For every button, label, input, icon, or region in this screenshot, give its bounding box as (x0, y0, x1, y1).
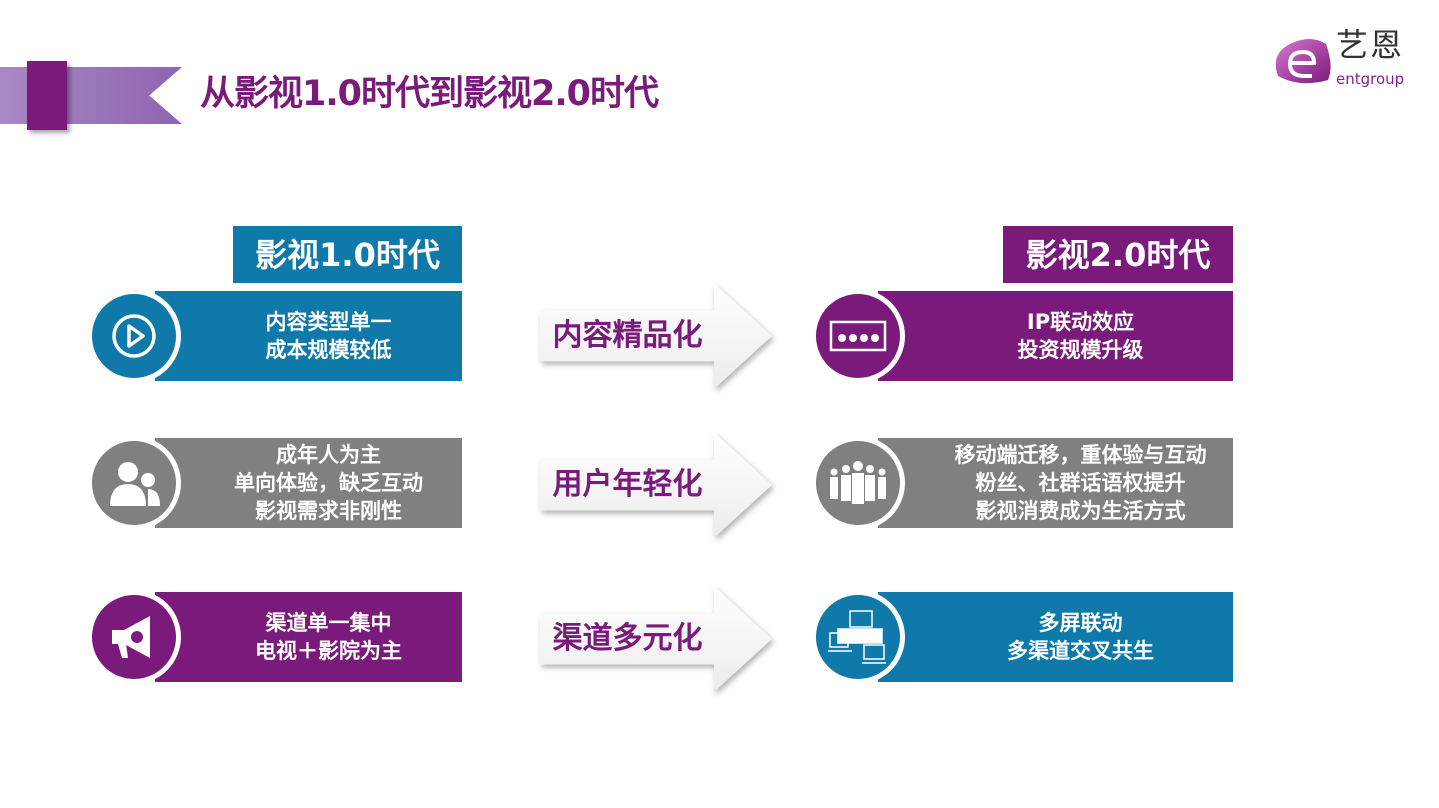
era-2-header: 影视2.0时代 (1003, 226, 1233, 283)
crowd-icon (811, 436, 905, 530)
logo-text-cn: 艺恩 (1336, 26, 1405, 64)
logo-text-en: entgroup (1336, 70, 1405, 88)
item-line: 单向体验，缺乏互动 (234, 471, 423, 495)
item-line: 内容类型单一 (265, 310, 392, 334)
item-line: 粉丝、社群话语权提升 (975, 471, 1186, 495)
era-1-item: 内容类型单一 成本规模较低 (155, 291, 462, 381)
era-1-header: 影视1.0时代 (233, 226, 462, 283)
item-line: 影视需求非刚性 (255, 499, 402, 523)
item-line: 影视消费成为生活方式 (975, 499, 1186, 523)
page-title: 从影视1.0时代到影视2.0时代 (200, 74, 659, 114)
transition-arrow: 渠道多元化 (540, 586, 772, 692)
transition-arrow: 用户年轻化 (540, 432, 772, 538)
item-line: 多渠道交叉共生 (1007, 639, 1154, 663)
item-line: 多屏联动 (1038, 611, 1123, 635)
title-ribbon-marker (27, 61, 67, 130)
entgroup-logo-icon (1275, 39, 1331, 84)
item-line: 投资规模升级 (1017, 338, 1144, 362)
item-line: 移动端迁移，重体验与互动 (954, 443, 1207, 467)
era-2-item: IP联动效应 投资规模升级 (878, 291, 1233, 381)
era-1-item: 成年人为主 单向体验，缺乏互动 影视需求非刚性 (155, 438, 462, 528)
era-2-item: 多屏联动 多渠道交叉共生 (878, 592, 1233, 682)
cinema-screen-icon (811, 289, 905, 383)
arrow-label: 内容精品化 (552, 318, 703, 353)
era-2-item: 移动端迁移，重体验与互动 粉丝、社群话语权提升 影视消费成为生活方式 (878, 438, 1233, 528)
multi-screen-icon (811, 590, 905, 684)
megaphone-icon (87, 590, 181, 684)
item-line: 成年人为主 (276, 443, 381, 467)
transition-arrow: 内容精品化 (540, 283, 772, 389)
era-1-item: 渠道单一集中 电视＋影院为主 (155, 592, 462, 682)
item-line: 电视＋影院为主 (255, 639, 402, 663)
play-icon (87, 289, 181, 383)
item-line: IP联动效应 (1026, 310, 1135, 334)
users-icon (87, 436, 181, 530)
arrow-label: 渠道多元化 (552, 621, 703, 656)
item-line: 渠道单一集中 (265, 611, 392, 635)
arrow-label: 用户年轻化 (552, 467, 703, 502)
item-line: 成本规模较低 (265, 338, 392, 362)
